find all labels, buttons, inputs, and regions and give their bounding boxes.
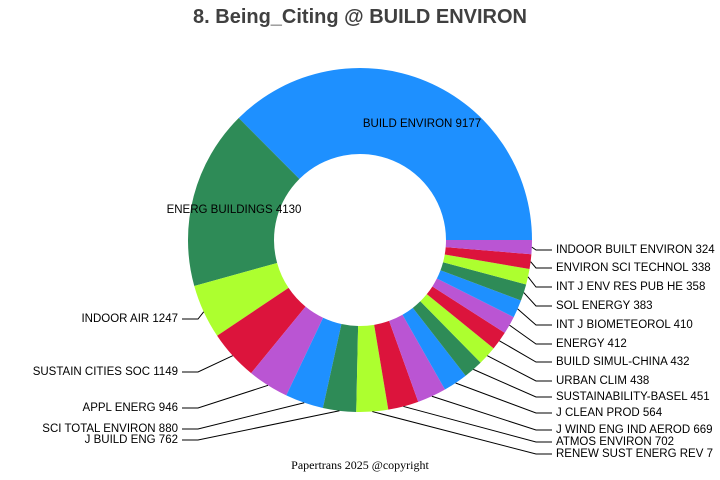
leader-line [403, 405, 552, 443]
slice-label: SUSTAINABILITY-BASEL 451 [556, 391, 710, 403]
slice-atmos-environ[interactable] [374, 320, 419, 410]
slice-int-j-env-res-pub-he[interactable] [443, 254, 530, 285]
slice-label: BUILD ENVIRON 9177 [363, 118, 481, 130]
slice-label: J BUILD ENG 762 [85, 434, 178, 446]
leader-line [527, 276, 552, 288]
slice-label: INDOOR AIR 1247 [81, 313, 178, 325]
slice-j-clean-prod[interactable] [402, 307, 466, 390]
slice-sci-total-environ[interactable] [286, 317, 342, 408]
slice-label: ENERG BUILDINGS 4130 [167, 204, 302, 216]
leader-line [182, 384, 269, 409]
slice-appl-energ[interactable] [251, 306, 324, 396]
leader-line [431, 395, 552, 431]
leader-lines [182, 246, 552, 455]
slice-environ-sci-technol[interactable] [444, 247, 532, 270]
leader-line [455, 382, 552, 414]
slice-label: URBAN CLIM 438 [556, 375, 649, 387]
leader-line [523, 292, 552, 307]
slice-label: SCI TOTAL ENVIRON 880 [42, 423, 178, 435]
leader-line [182, 311, 205, 320]
slice-build-environ[interactable] [238, 67, 532, 240]
slice-energy[interactable] [432, 278, 514, 333]
leader-line [509, 324, 552, 345]
leader-line [182, 402, 305, 430]
slice-label: J WIND ENG IND AEROD 669 [556, 424, 713, 436]
slice-label: RENEW SUST ENERG REV 7 [556, 448, 713, 460]
slice-label: BUILD SIMUL-CHINA 432 [556, 356, 690, 368]
slice-label: INT J ENV RES PUB HE 358 [556, 281, 705, 293]
slice-indoor-air[interactable] [194, 263, 289, 336]
leader-line [499, 340, 552, 363]
slice-label: J CLEAN PROD 564 [556, 407, 663, 419]
leader-line [530, 261, 552, 269]
slice-label: SUSTAIN CITIES SOC 1149 [33, 366, 178, 378]
slice-indoor-built-environ[interactable] [445, 240, 532, 255]
slice-j-wind-eng-ind-aerod[interactable] [389, 314, 445, 402]
slice-energ-buildings[interactable] [188, 118, 300, 287]
slice-label: APPL ENERG 946 [83, 402, 178, 414]
slice-label: ATMOS ENVIRON 702 [556, 436, 674, 448]
slice-label: SOL ENERGY 383 [556, 300, 653, 312]
slice-sustainability-basel[interactable] [412, 301, 481, 376]
slice-urban-clim[interactable] [420, 294, 494, 363]
slice-renew-sust-energ-rev[interactable] [356, 324, 389, 412]
slice-label: INDOOR BUILT ENVIRON 324 [556, 244, 715, 256]
slice-build-simul-china[interactable] [426, 286, 505, 349]
slice-j-build-eng[interactable] [322, 323, 359, 412]
slice-label: ENVIRON SCI TECHNOL 338 [556, 262, 711, 274]
leader-line [473, 368, 552, 398]
slice-label: ENERGY 412 [556, 338, 627, 350]
slice-label: INT J BIOMETEOROL 410 [556, 319, 693, 331]
leader-line [182, 355, 233, 373]
leader-line [487, 355, 552, 382]
slice-int-j-biometeorol[interactable] [436, 270, 521, 318]
donut-slices [188, 67, 532, 412]
leader-line [182, 410, 340, 441]
leader-line [531, 246, 552, 251]
leader-line [372, 411, 552, 455]
slice-sustain-cities-soc[interactable] [217, 287, 306, 374]
slice-sol-energy[interactable] [440, 262, 527, 301]
chart-title: 8. Being_Citing @ BUILD ENVIRON [193, 6, 527, 28]
leader-line [517, 308, 552, 326]
copyright-footer: Papertrans 2025 @copyright [291, 458, 429, 472]
